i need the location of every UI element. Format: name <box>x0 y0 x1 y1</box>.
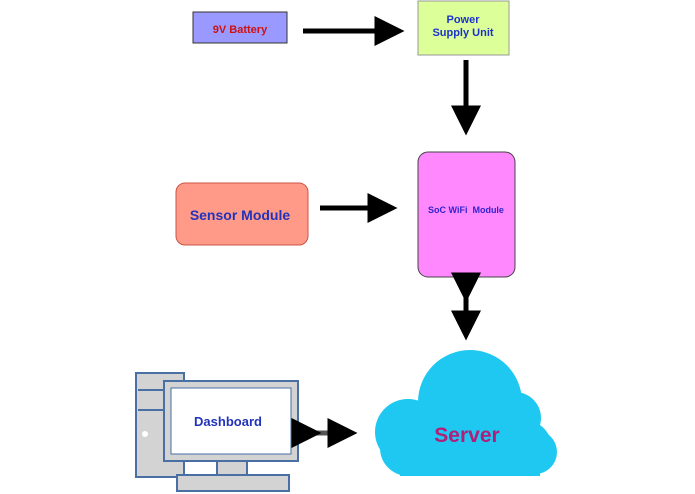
sensor-module-block: Sensor Module <box>175 182 309 246</box>
desktop-computer-icon: Dashboard <box>135 372 299 492</box>
soc-wifi-module-block: SoC WiFi Module <box>417 151 516 278</box>
power-supply-label-line2: Supply Unit <box>432 27 493 39</box>
power-supply-label-line1: Power <box>446 14 480 26</box>
soc-wifi-module-label: SoC WiFi Module <box>428 205 504 215</box>
sensor-module-label: Sensor Module <box>190 207 291 223</box>
battery-block: 9V Battery <box>192 11 288 44</box>
server-label: Server <box>434 424 499 447</box>
battery-label: 9V Battery <box>213 24 268 36</box>
dashboard-label: Dashboard <box>194 414 262 429</box>
cloud-icon: Server <box>375 350 557 476</box>
power-supply-block: Power Supply Unit <box>417 0 510 56</box>
